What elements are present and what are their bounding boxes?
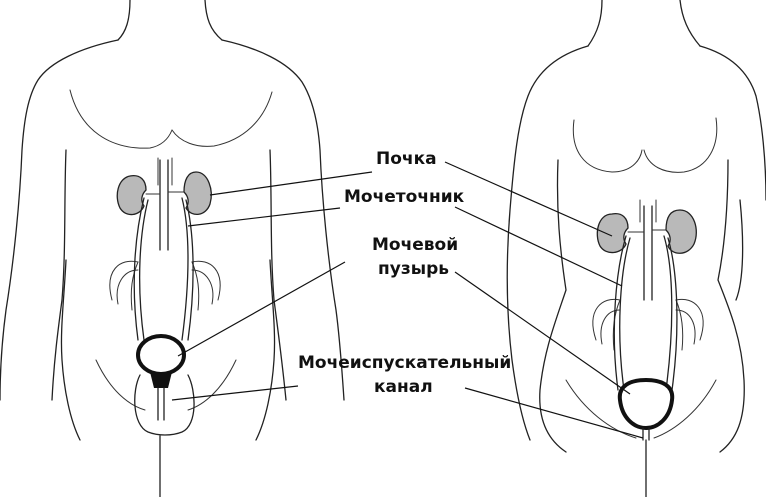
male-left-groin	[96, 360, 145, 410]
male-prostate	[150, 372, 172, 388]
male-neck	[118, 0, 130, 40]
male-renal-vessels	[146, 192, 184, 194]
male-left-shoulder	[0, 40, 118, 400]
female-right-ureter-2	[664, 236, 672, 390]
female-neck-left	[588, 0, 602, 46]
bladder-label-line2: пузырь	[378, 258, 449, 280]
female-pelvis-right	[676, 299, 703, 350]
female-left-breast	[573, 120, 642, 172]
female-right-arm-inner	[736, 200, 743, 300]
kidney-leader-female	[445, 162, 612, 236]
urethra-leader-male	[172, 386, 298, 400]
female-left-side	[540, 160, 566, 452]
urethra-label-line1: Мочеиспускательный	[298, 352, 511, 374]
urethra-label-line2: канал	[374, 376, 433, 398]
male-aorta	[160, 160, 168, 250]
urethra-leader-female	[465, 388, 643, 438]
male-right-groin	[188, 360, 236, 410]
female-pelvis-left-2	[601, 310, 620, 344]
ureter-label: Мочеточник	[344, 186, 464, 208]
female-left-ureter-2	[620, 238, 630, 390]
bladder-label-line1: Мочевой	[372, 234, 458, 256]
female-neck-right	[680, 0, 700, 46]
female-pelvis-right-2	[676, 310, 695, 344]
male-urethra	[158, 388, 164, 420]
female-bladder	[620, 380, 672, 428]
female-aorta	[644, 206, 652, 300]
male-neck-right	[205, 0, 222, 40]
female-right-shoulder	[700, 46, 766, 200]
male-left-arm-inner	[52, 150, 66, 400]
female-pelvis-left	[593, 299, 620, 350]
male-left-pec	[70, 90, 172, 148]
ureter-leader-male	[188, 208, 340, 226]
kidney-label: Почка	[376, 148, 437, 170]
female-left-shoulder	[507, 46, 588, 440]
male-pelvis-right	[192, 261, 220, 310]
female-figure	[507, 0, 766, 497]
male-left-ureter-2	[140, 200, 148, 340]
male-pelvis-right-2	[192, 270, 213, 304]
male-bladder	[138, 336, 184, 374]
male-right-pec	[172, 92, 272, 146]
bladder-leader-female	[455, 272, 630, 394]
male-right-arm-inner	[270, 150, 286, 400]
male-left-waist	[61, 260, 80, 440]
male-right-ureter-2	[182, 198, 188, 340]
female-right-breast	[644, 118, 717, 172]
male-figure	[0, 0, 344, 497]
male-right-waist	[256, 260, 275, 440]
ureter-leader-female	[455, 207, 622, 286]
bladder-leader-male	[178, 262, 345, 356]
female-renal-vessels	[628, 230, 666, 232]
